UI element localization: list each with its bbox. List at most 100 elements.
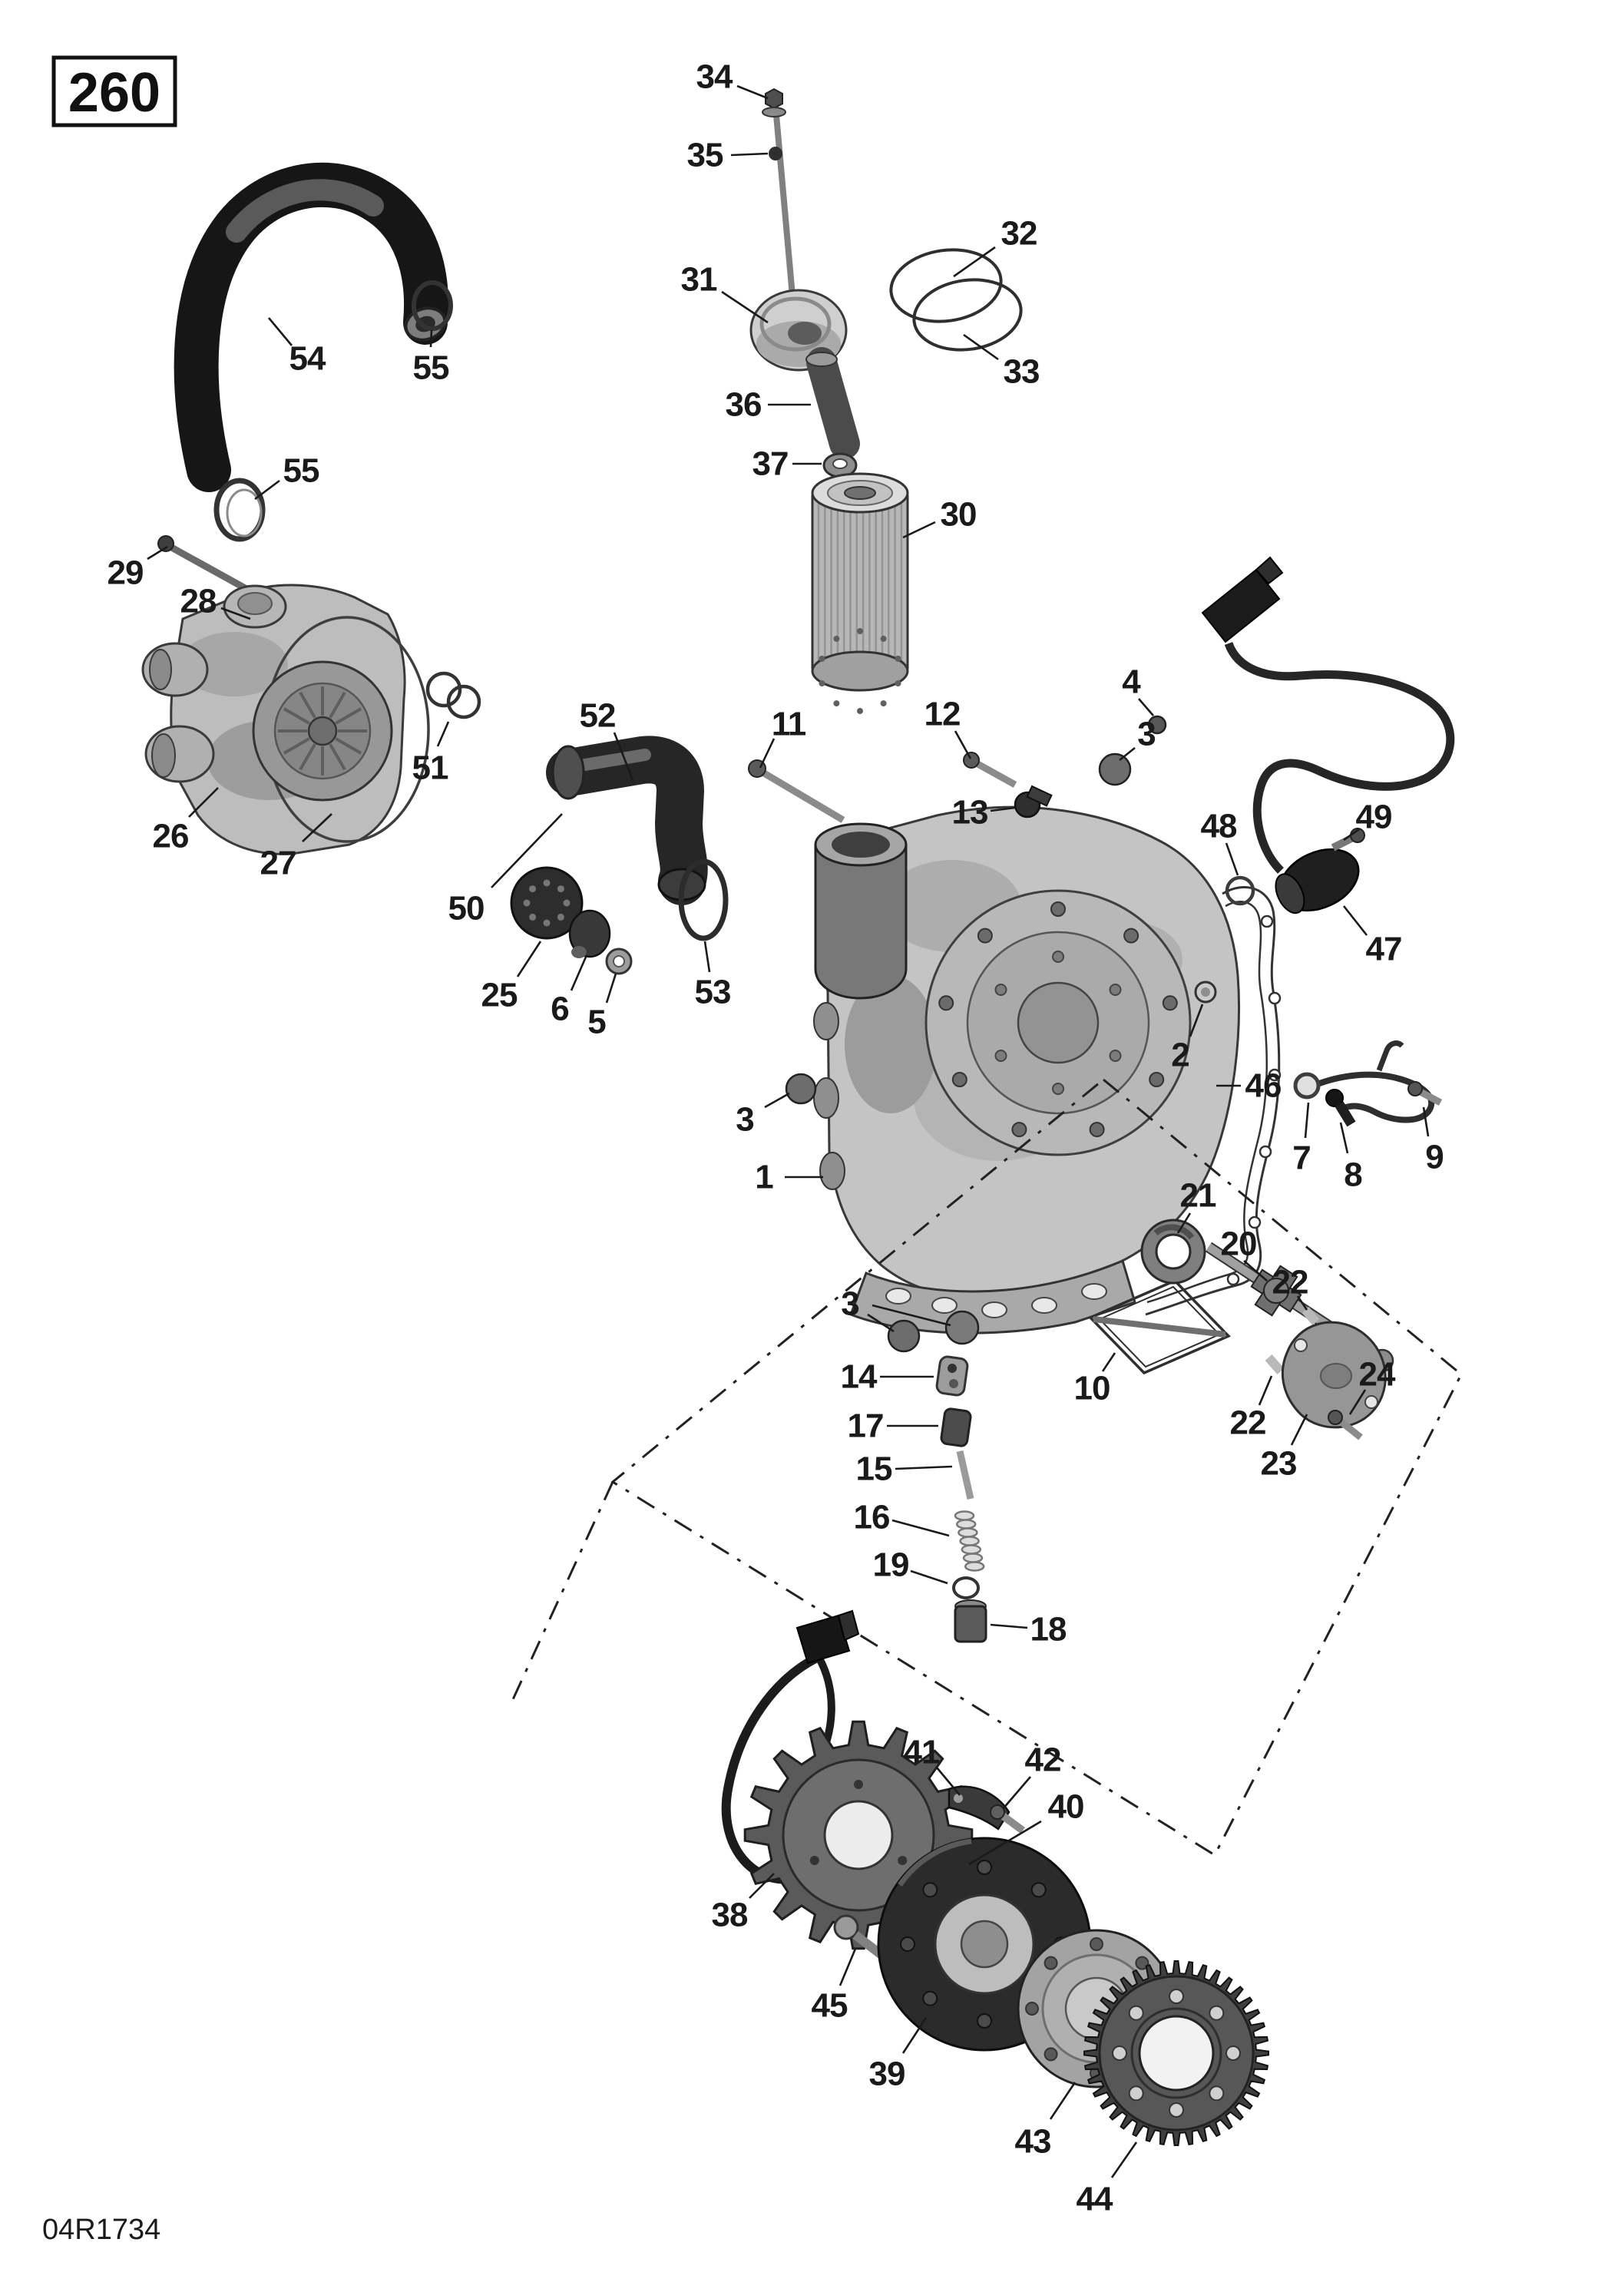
detail-dot [1025, 2002, 1039, 2016]
detail-dot [1225, 2045, 1241, 2061]
leader-line-3 [867, 1313, 895, 1333]
region-tag-box [51, 55, 177, 127]
callout-36: 36 [726, 386, 762, 424]
washer-7 [1293, 1072, 1321, 1100]
detail-dot [833, 635, 840, 642]
case-shade-3 [845, 975, 937, 1113]
detail-dot [1209, 2085, 1225, 2102]
leader-line-3 [1119, 746, 1136, 762]
leader-line-38 [749, 1873, 775, 1899]
flange-hole [1031, 1297, 1057, 1314]
leader-line-50 [491, 813, 563, 888]
bolt-45 [852, 1931, 885, 1959]
doc-code: 04R1734 [42, 2214, 160, 2246]
detail-dot [1135, 1956, 1149, 1970]
ring-gear-44-inner-edge [1130, 2007, 1222, 2099]
callout-42: 42 [1025, 1741, 1061, 1779]
leader-line-4 [1138, 698, 1154, 716]
intake-elbow-assembly [510, 736, 729, 975]
callout-46: 46 [1245, 1067, 1282, 1105]
callout-33: 33 [1004, 353, 1040, 391]
pump-rotor-21-crescent [1153, 1224, 1195, 1240]
detail-dot [895, 655, 901, 662]
flange-hole [1081, 1283, 1107, 1300]
detail-dot [854, 1780, 863, 1789]
detail-dot [1050, 901, 1066, 917]
leader-line-8 [1339, 1122, 1349, 1154]
impeller-spoke [299, 743, 316, 771]
leader-line-35 [730, 152, 769, 157]
valve-body-14 [935, 1355, 969, 1397]
leader-line-29 [147, 545, 168, 561]
leader-line-3 [764, 1092, 790, 1109]
cap-31-center [788, 322, 822, 345]
cover-gasket [1145, 886, 1282, 1316]
callout-52: 52 [580, 697, 616, 735]
leader-line-24 [1348, 1389, 1367, 1415]
callout-1: 1 [755, 1159, 773, 1196]
stator-connector [795, 1614, 851, 1665]
detail-dot [1109, 1050, 1122, 1062]
fitting-13-stub [1026, 785, 1053, 807]
detail-dot [1090, 1937, 1103, 1951]
detail-dot [1128, 2005, 1144, 2021]
detail-dot [977, 2013, 992, 2029]
bolt-45-head [833, 1914, 859, 1940]
gasket-46-holes [1226, 914, 1282, 1286]
dashed-detail-boundary [508, 1078, 1463, 1857]
spring-coil [958, 1527, 978, 1538]
detail-dot [1030, 1882, 1047, 1898]
plug-3-upper-left [785, 1073, 817, 1105]
pump-port-left-lower-mouth [151, 733, 176, 778]
check-valve-parts [935, 1355, 987, 1643]
o-ring-19 [952, 1576, 980, 1599]
cap-31-spiral [759, 296, 832, 352]
detail-dot [563, 899, 571, 907]
breather-hose-bracket [1293, 1040, 1443, 1127]
elbow-collar [551, 745, 585, 800]
filter-30-pleats [817, 499, 903, 663]
leader-line-53 [703, 941, 711, 973]
plate-25 [510, 866, 584, 940]
gasket-hole [1259, 1145, 1272, 1159]
leader-line-28 [220, 607, 251, 620]
impeller-spoke [335, 707, 362, 725]
sensor-47 [1275, 848, 1360, 914]
detail-dot [938, 995, 954, 1011]
callout-11: 11 [772, 706, 806, 743]
hose-clamp-left-inner [226, 488, 263, 537]
detail-dot [1052, 951, 1064, 963]
hose-clamp-left [213, 478, 266, 542]
plate-25-holes [523, 879, 571, 927]
leader-line-16 [891, 1519, 950, 1537]
leader-line-15 [895, 1465, 953, 1470]
leader-line-41 [936, 1767, 961, 1796]
gasket-10-outer [1087, 1278, 1232, 1375]
region-tag: 260 [51, 55, 177, 127]
leader-line-51 [436, 721, 450, 747]
valve-14-hole-b [949, 1379, 958, 1388]
detail-dot [1109, 984, 1122, 996]
filter-30-bottom [811, 650, 909, 692]
cylinder-bore [832, 832, 890, 858]
piston-17 [940, 1407, 972, 1447]
leader-line-55 [429, 329, 433, 348]
spring-coil [955, 1519, 977, 1530]
spring-33 [912, 278, 1023, 352]
dashed-boundary-tail [508, 1481, 614, 1707]
seal-5-hole [613, 955, 625, 967]
callout-43: 43 [1015, 2123, 1051, 2161]
leader-line-31 [721, 290, 769, 324]
impeller-spoke [329, 743, 346, 771]
pto-face-hub [1017, 981, 1100, 1064]
detail-dot [880, 635, 887, 642]
detail-dot [529, 885, 537, 893]
dashed-boundary-outline [610, 1078, 1463, 1857]
washer-37-hole [832, 458, 848, 469]
detail-dot [898, 1856, 908, 1865]
coolant-hose-assembly [174, 162, 453, 542]
detail-dot [1044, 1956, 1058, 1970]
detail-dot [900, 1936, 915, 1952]
case-lug-2 [813, 1077, 839, 1119]
